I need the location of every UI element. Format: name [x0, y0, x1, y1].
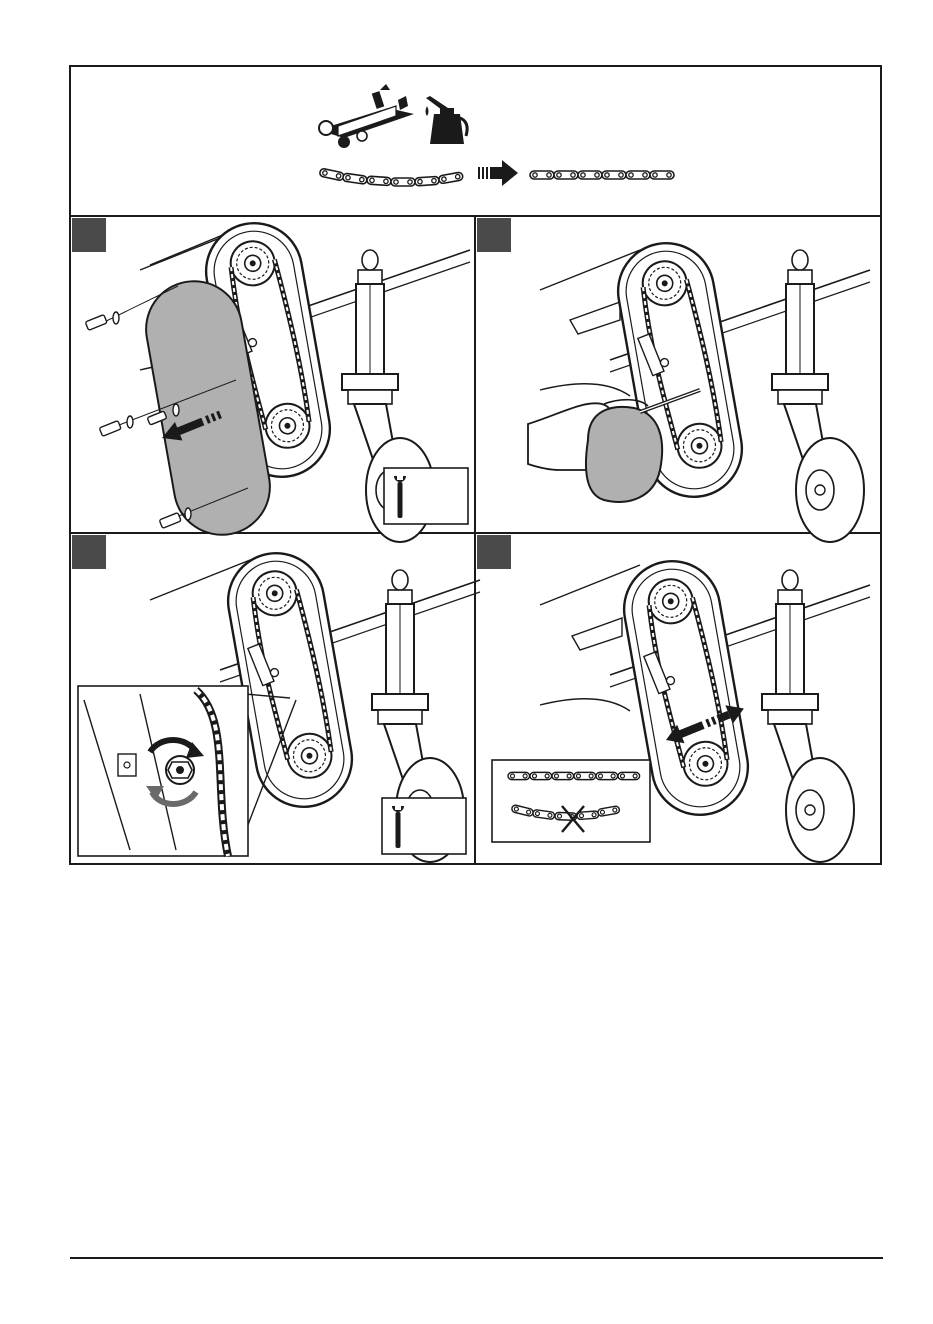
oil-can-icon	[426, 96, 468, 144]
tension-bolt-icon	[166, 756, 194, 784]
arrow-right-icon	[478, 160, 518, 186]
footer-rule	[70, 1257, 883, 1259]
slack-chain-icon	[319, 168, 463, 186]
step-badge	[477, 218, 511, 252]
step-3-panel	[72, 535, 480, 862]
step-1-panel	[72, 216, 470, 543]
inset-detail	[78, 686, 248, 856]
wrench-icon	[382, 798, 466, 854]
step-badge	[72, 218, 106, 252]
taut-chain-icon	[530, 171, 674, 179]
step-badge	[477, 535, 511, 569]
wrench-icon	[384, 468, 468, 524]
step-4-panel	[477, 535, 870, 862]
header-panel	[318, 84, 674, 186]
step-badge	[72, 535, 106, 569]
cutting-deck-icon	[318, 84, 414, 148]
step-2-panel	[477, 218, 870, 542]
chain-comparison-box	[492, 760, 650, 842]
